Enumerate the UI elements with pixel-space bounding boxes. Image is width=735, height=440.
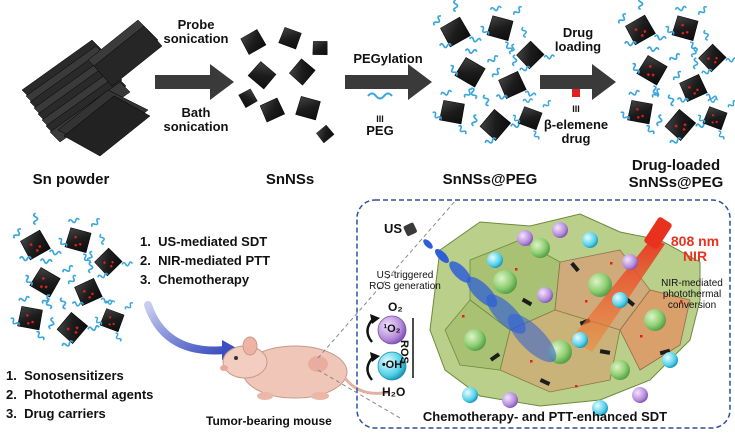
label-h2o: H₂O (382, 385, 406, 399)
nanosheet-cluster-bottom (6, 206, 141, 355)
snnss-illustration (237, 24, 336, 144)
hydroxyl-radical-icon (377, 351, 407, 381)
label-panel-caption: Chemotherapy- and PTT-enhanced SDT (422, 409, 668, 424)
sn-powder-illustration (21, 19, 163, 157)
drug-icon (572, 89, 580, 97)
roles-list: 1. Sonosensitizers 2. Photothermal agent… (6, 366, 153, 423)
label-hydroxyl: •OH (381, 359, 403, 371)
svg-text:III: III (376, 114, 384, 124)
label-snnss-peg: SnNSs@PEG (442, 171, 538, 188)
applications-list: 1. US-mediated SDT 2. NIR-mediated PTT 3… (140, 232, 270, 289)
label-snnss: SnNSs (265, 171, 315, 188)
list-item: 3. Drug carriers (6, 406, 106, 421)
ultrasound-waves (403, 222, 557, 363)
laser-emitter-icon (644, 217, 672, 249)
label-pegylation: PEGylation (353, 51, 423, 66)
mechanism-panel (356, 199, 731, 429)
label-sn-powder: Sn powder (32, 171, 110, 188)
process-arrows (155, 64, 616, 100)
peg-icon (367, 92, 393, 100)
label-us: US (384, 221, 403, 236)
ultrasound-probe-icon (403, 222, 417, 236)
injection-arrow (144, 301, 229, 355)
arrow-sonication (155, 64, 234, 100)
label-o2: O₂ (388, 300, 403, 314)
drug-loaded-illustration (611, 0, 735, 152)
tumor (308, 356, 328, 372)
label-ros: ROS (398, 340, 410, 364)
list-item: 1. Sonosensitizers (6, 368, 124, 383)
singlet-oxygen-icon (377, 315, 407, 345)
list-item: 2. Photothermal agents (6, 387, 154, 402)
ros-cycle (366, 314, 414, 381)
label-tumor-bearing-mouse: Tumor-bearing mouse (206, 414, 332, 428)
svg-text:III: III (572, 104, 580, 114)
label-peg: PEG (366, 123, 394, 138)
arrow-pegylation (345, 64, 432, 100)
label-singlet-o2: ¹O₂ (383, 323, 401, 335)
arrow-drug-loading (540, 64, 616, 100)
mouse-illustration (220, 336, 391, 400)
ros-bubbles (462, 222, 678, 416)
list-item: 3. Chemotherapy (140, 272, 250, 287)
list-item: 2. NIR-mediated PTT (140, 253, 271, 268)
list-item: 1. US-mediated SDT (140, 234, 268, 249)
